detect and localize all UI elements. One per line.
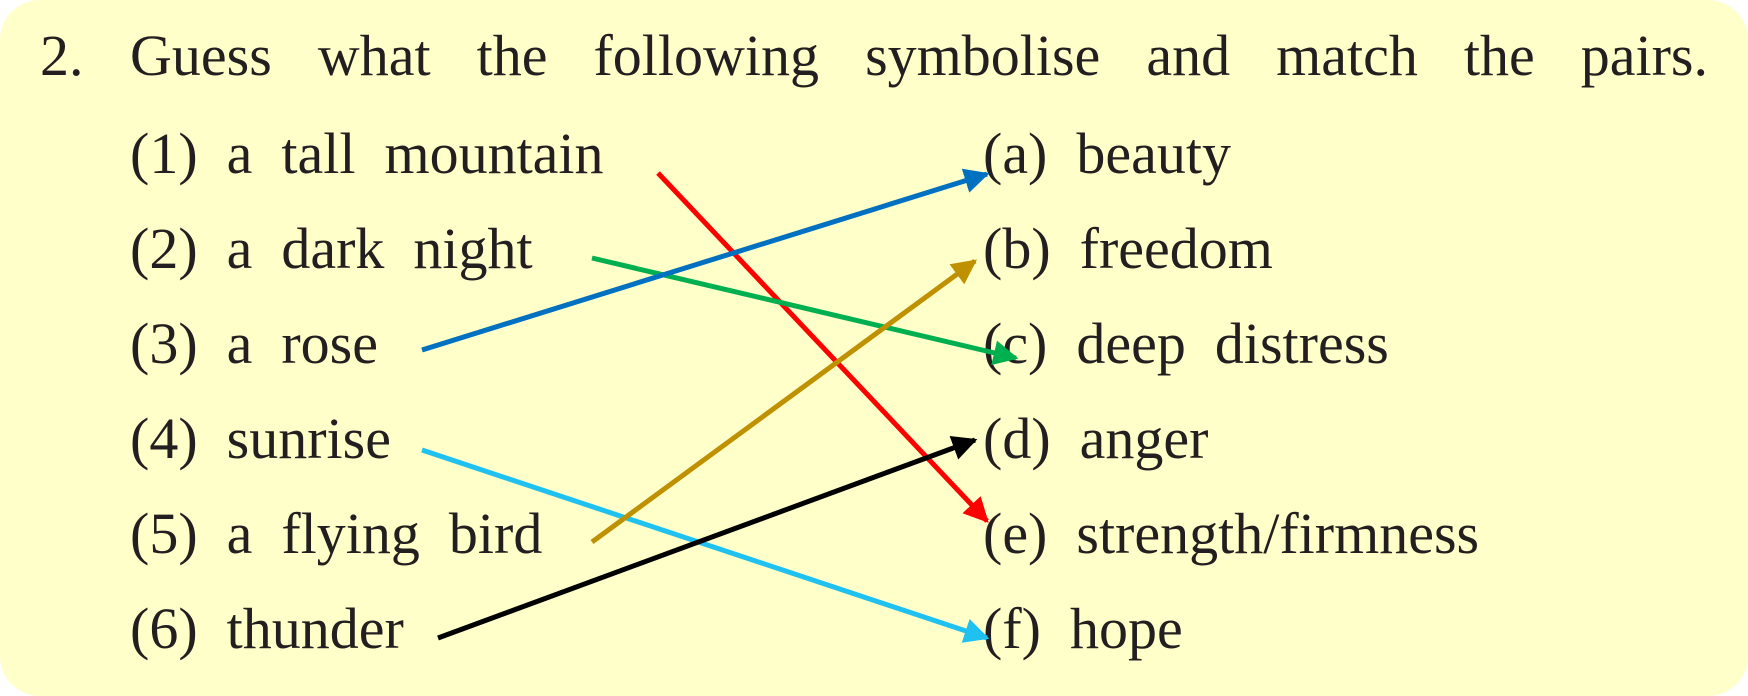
left-item-4: (4) sunrise [130, 406, 391, 471]
left-item-5: (5) a flying bird [130, 501, 543, 566]
right-item-f: (f) hope [983, 596, 1183, 661]
left-item-6: (6) thunder [130, 596, 404, 661]
left-item-1: (1) a tall mountain [130, 121, 604, 186]
right-item-e: (e) strength/firmness [983, 501, 1480, 566]
question-number: 2. [40, 23, 84, 88]
left-item-3: (3) a rose [130, 311, 379, 376]
left-item-2: (2) a dark night [130, 216, 533, 281]
right-item-b: (b) freedom [983, 216, 1273, 281]
question-text: Guess what the following symbolise and m… [130, 23, 1708, 88]
right-item-c: (c) deep distress [983, 311, 1389, 376]
arrow-1-to-e [656, 171, 989, 523]
right-item-a: (a) beauty [983, 121, 1231, 186]
right-item-d: (d) anger [983, 406, 1209, 471]
arrow-5-to-b [590, 258, 978, 545]
arrow-2-to-c [591, 255, 1019, 366]
